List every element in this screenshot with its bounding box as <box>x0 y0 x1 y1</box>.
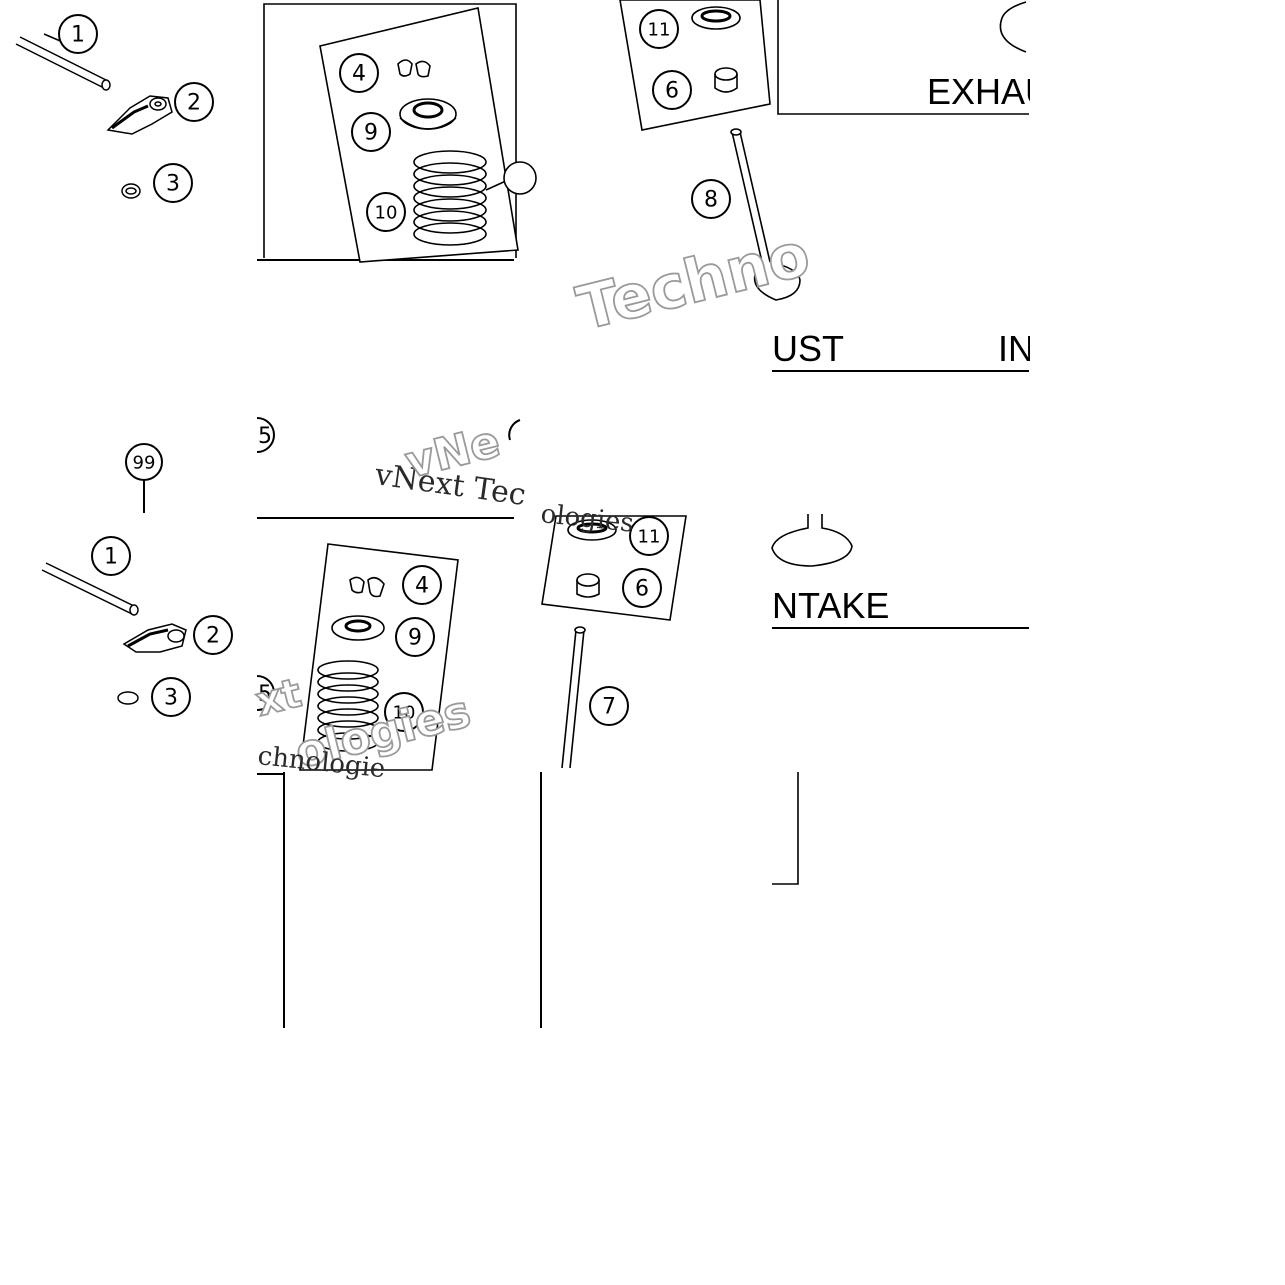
callout-6-lower: 6 <box>635 577 649 602</box>
rocker-group-upper <box>15 33 173 199</box>
valve-spring-part <box>413 150 509 246</box>
spring-retainer-part <box>399 98 457 130</box>
callout-labels: 1 2 3 4 9 10 11 6 8 99 1 2 3 4 9 10 11 6… <box>71 20 718 724</box>
partial-callouts: 5 5 <box>256 417 521 711</box>
callout-3-lower: 3 <box>164 686 178 711</box>
watermark-techno: Techno <box>571 220 817 345</box>
valve-stem-seal-part-6 <box>714 67 738 93</box>
callout-10-upper: 10 <box>375 203 398 224</box>
callout-3-upper: 3 <box>166 172 180 197</box>
callout-1-upper: 1 <box>71 23 85 48</box>
watermark-xt: xt <box>251 670 306 726</box>
shim-part-lower <box>117 691 139 705</box>
intake-label-mid: IN <box>998 328 1034 369</box>
intake-label-frame <box>772 772 799 885</box>
rocker-shaft-part-lower <box>41 562 139 616</box>
section-labels: EXHAU UST IN NTAKE <box>772 71 1051 626</box>
valve-stem-seal-part-6-lower <box>576 573 600 598</box>
callout-2-lower: 2 <box>206 624 220 649</box>
callout-1-lower: 1 <box>104 545 118 570</box>
rocker-group-lower <box>41 478 187 705</box>
callout-10-lower: 10 <box>393 703 416 724</box>
callout-11-upper: 11 <box>648 20 671 41</box>
valve-keeper-part-lower <box>349 576 385 598</box>
valve-keeper-part <box>397 59 431 78</box>
callout-99-lower: 99 <box>133 453 156 474</box>
callouts <box>58 9 731 732</box>
callout-5-partial-a: 5 <box>258 424 272 449</box>
exhaust-label-mid: UST <box>772 328 844 369</box>
intake-label-low: NTAKE <box>772 585 889 626</box>
callout-partial-upper <box>503 161 537 195</box>
callout-9-upper: 9 <box>364 121 378 146</box>
rocker-arm-part <box>106 95 173 135</box>
shim-part <box>121 183 141 199</box>
callout-6-upper: 6 <box>665 79 679 104</box>
valve-seal-part-11 <box>691 6 741 30</box>
blank-bottom-margin <box>0 1030 1285 1285</box>
callout-7-lower: 7 <box>602 695 616 720</box>
intake-valve-head <box>771 514 853 567</box>
callout-4-upper: 4 <box>352 62 366 87</box>
exhaust-valve-part <box>730 128 801 301</box>
rocker-shaft-part <box>15 33 111 91</box>
valve-seal-part-11-lower <box>567 519 617 541</box>
callout-9-lower: 9 <box>408 626 422 651</box>
frame-box <box>263 3 517 258</box>
callout-5-partial-b: 5 <box>258 682 272 707</box>
valve-head-sketch <box>999 1 1027 53</box>
exhaust-label-frame <box>777 0 1029 115</box>
callout-2-upper: 2 <box>187 91 201 116</box>
rocker-arm-part-lower <box>122 623 187 653</box>
callout-11-lower: 11 <box>638 527 661 548</box>
intake-valve-part <box>561 626 586 769</box>
callout-8-upper: 8 <box>704 188 718 213</box>
spring-retainer-part-lower <box>331 615 385 641</box>
valve-spring-part-lower <box>317 660 379 752</box>
callout-4-lower: 4 <box>415 574 429 599</box>
kit-card <box>319 7 519 263</box>
